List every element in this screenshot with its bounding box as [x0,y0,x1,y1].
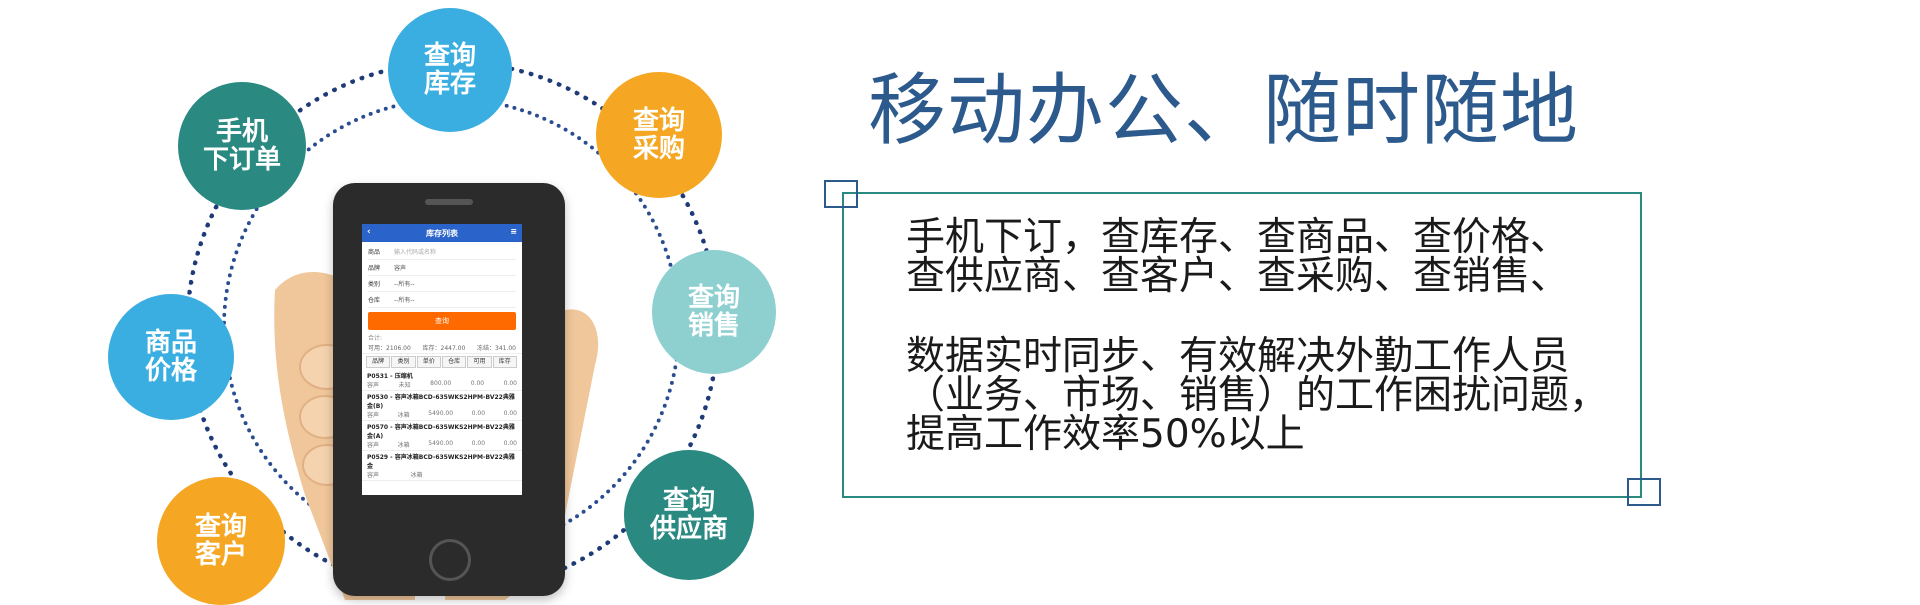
column-header: 品牌 [366,356,391,368]
list-item: P0531 - 压缩机容声 未知 800.00 0.00 0.00 [362,370,522,391]
list-item-value: 未知 [398,382,411,389]
feature-bubble: 查询 采购 [596,72,722,198]
phone-speaker [425,199,473,205]
summary-available: 可用：2106.00 [368,345,411,352]
list-item-value: 0.00 [503,440,517,447]
category-select: --所有-- [394,281,415,288]
column-header: 可用 [467,356,492,368]
feature-bubble: 商品 价格 [108,294,234,420]
column-header: 库存 [492,356,517,368]
list-item-details: 容声 冰箱 5490.00 0.00 0.00 [367,440,517,449]
warehouse-select: --所有-- [394,297,415,304]
filter-label: 商品 [368,249,381,256]
query-button: 查询 [368,312,516,330]
list-item-value: 800.00 [430,380,452,387]
list-item-value: 5490.00 [428,440,454,447]
corner-decoration-top-left [824,180,858,208]
column-headers: 品牌 类别 单价 仓库 可用 库存 [366,356,518,368]
filter-row-brand: 品牌 容声 [368,260,516,276]
list-item-value: 0.00 [503,410,517,417]
screen-filter-form: 商品 输入代码或名称 品牌 容声 类别 --所有-- 仓库 --所有-- [362,242,522,308]
list-item-value: 冰箱 [397,442,410,449]
summary-stock: 库存：2447.00 [422,345,466,352]
column-header: 单价 [416,356,441,368]
list-item-title: P0529 - 容声冰箱BCD-635WKS2HPM-BV22典雅金 [367,454,515,470]
screen-title: 库存列表 [426,228,458,238]
list-item-details: 容声 未知 800.00 0.00 0.00 [367,380,517,389]
list-item-value: 5490.00 [428,410,454,417]
list-item-value: 冰箱 [397,412,410,419]
page-title: 移动办公、随时随地 [868,66,1580,156]
feature-bubble: 查询 销售 [652,250,776,374]
description-box [842,192,1642,498]
list-item-details: 容声 冰箱 5490.00 0.00 0.00 [367,410,517,419]
list-item-value: 0.00 [471,410,486,417]
list-item-title: P0570 - 容声冰箱BCD-635WKS2HPM-BV22典雅金(A) [367,424,515,440]
description-text: 手机下订，查库存、查商品、查价格、 查供应商、查客户、查采购、查销售、 数据实时… [906,218,1626,454]
list-item-value: 0.00 [503,380,517,387]
list-item-title: P0531 - 压缩机 [367,373,413,380]
description-paragraph-2: 数据实时同步、有效解决外勤工作人员 （业务、市场、销售）的工作困扰问题， 提高工… [906,334,1609,457]
column-header: 类别 [391,356,416,368]
phone-home-button [429,539,471,581]
total-label: 合计: [368,335,383,342]
list-item-value: 冰箱 [410,472,423,479]
brand-field: 容声 [394,265,407,272]
back-icon: ‹ [367,227,371,237]
feature-bubble: 查询 库存 [388,8,512,132]
feature-bubble: 查询 供应商 [624,450,754,580]
list-item: P0529 - 容声冰箱BCD-635WKS2HPM-BV22典雅金容声 冰箱 [362,451,522,481]
list-item-value: 0.00 [471,440,486,447]
filter-label: 仓库 [368,297,381,304]
phone-screen: ‹ 库存列表 ≡ 商品 输入代码或名称 品牌 容声 类别 --所有-- 仓库 -… [362,224,522,495]
list-item-title: P0530 - 容声冰箱BCD-635WKS2HPM-BV22典雅金(B) [367,394,515,410]
summary-frozen: 冻结：341.00 [477,345,516,352]
corner-decoration-bottom-right [1627,478,1661,506]
list-item-value: 容声 [367,382,380,389]
screen-header: ‹ 库存列表 ≡ [362,224,522,242]
list-item-value: 容声 [367,442,380,449]
feature-bubble: 查询 客户 [157,477,285,605]
product-search-field: 输入代码或名称 [394,249,437,256]
filter-row-category: 类别 --所有-- [368,276,516,292]
summary-row: 可用：2106.00 库存：2447.00 冻结：341.00 [362,342,522,354]
feature-bubble: 手机 下订单 [178,82,306,210]
list-item: P0570 - 容声冰箱BCD-635WKS2HPM-BV22典雅金(A) 容声 冰… [362,421,522,451]
list-item-value: 容声 [367,472,380,479]
list-item-value: 容声 [367,412,380,419]
menu-icon: ≡ [510,227,517,236]
list-item: P0530 - 容声冰箱BCD-635WKS2HPM-BV22典雅金(B) 容声 冰… [362,391,522,421]
filter-row-warehouse: 仓库 --所有-- [368,292,516,308]
list-item-value: 0.00 [470,380,485,387]
description-paragraph-1: 手机下订，查库存、查商品、查价格、 查供应商、查客户、查采购、查销售、 [906,215,1570,299]
filter-row-product: 商品 输入代码或名称 [368,244,516,260]
filter-label: 类别 [368,281,381,288]
column-header: 仓库 [441,356,467,368]
list-item-details: 容声 冰箱 [367,470,517,479]
filter-label: 品牌 [368,265,381,272]
